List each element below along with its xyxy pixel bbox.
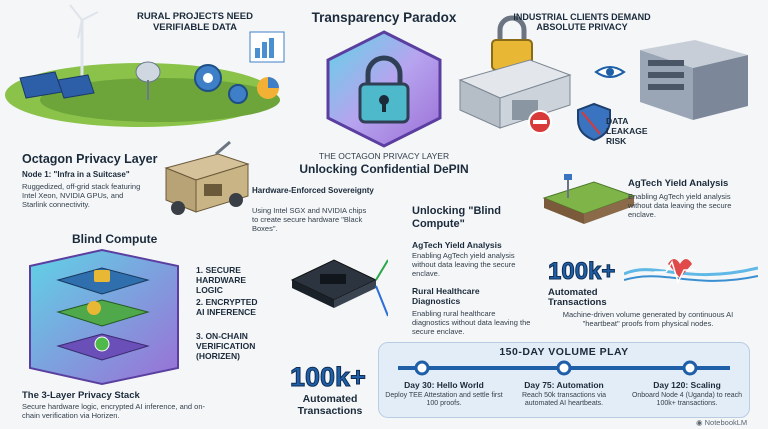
step-2-text: Reach 50k transactions via automated AI … [521,392,607,408]
pie-chart-icon [257,77,279,99]
hexagon-lock-illustration [326,30,442,148]
heart-icon [668,259,692,278]
layer-chain [56,333,150,361]
no-entry-icon [528,110,552,134]
tx-bottom-number: 100k+ [290,362,367,393]
key-icon [87,301,101,315]
tx-right-label: Automated Transactions [548,287,607,309]
center-headline: Unlocking Confidential DePIN [299,162,469,176]
rugged-node-illustration [164,140,250,215]
agtech-field-illustration [542,174,636,224]
data-leakage-label: DATA LEAKAGE RISK [606,116,648,146]
stack-item-1: 1. SECURE HARDWARE LOGIC [196,265,247,295]
blind-compute-title: Blind Compute [72,232,158,246]
rural-projects-label: RURAL PROJECTS NEED VERIFIABLE DATA [137,11,253,33]
stack-title: The 3-Layer Privacy Stack [22,390,140,401]
volume-play-title: 150-DAY VOLUME PLAY [499,346,629,358]
unlock-agtech-title: AgTech Yield Analysis [412,240,502,250]
step-1-title: Day 30: Hello World [404,380,484,390]
node-description: Ruggedized, off-grid stack featuring Int… [22,182,141,209]
page-title: Transparency Paradox [311,10,457,25]
padlock-icon [358,55,410,124]
center-kicker: THE OCTAGON PRIVACY LAYER [318,151,450,161]
layer-hardware [56,267,150,295]
hardware-title: Hardware-Enforced Sovereignty [252,186,374,195]
broken-shield-icon [577,102,611,142]
data-center-icon [640,40,748,120]
octagon-title: Octagon Privacy Layer [22,152,158,166]
watermark: ◉ NotebookLM [696,418,748,427]
unlock-health-title: Rural Healthcare Diagnostics [412,286,480,306]
factory-building-icon [458,59,572,129]
chip-illustration [290,259,388,317]
antenna-icon [215,140,231,156]
step-1-text: Deploy TEE Attestation and settle first … [385,392,503,408]
satellite-dish-icon [135,61,161,100]
stack-description: Secure hardware logic, encrypted AI infe… [22,402,206,420]
agtech-title: AgTech Yield Analysis [628,178,729,189]
step-3-text: Onboard Node 4 (Uganda) to reach 100k+ t… [631,392,743,408]
arrow-down-icon [375,285,388,317]
unlock-title: Unlocking "Blind Compute" [412,205,501,230]
tx-right-number: 100k+ [547,258,616,286]
industrial-illustration [458,15,748,142]
hardware-description: Using Intel SGX and NVIDIA chips to crea… [252,206,367,233]
rural-landscape-illustration [5,4,285,127]
chart-icon [249,31,285,63]
timeline [398,360,730,376]
notebooklm-icon: ◉ [696,418,705,427]
arrow-up-icon [375,259,388,281]
timeline-node-2 [556,360,572,376]
check-icon [94,336,110,352]
node-title: Node 1: "Infra in a Suitcase" [22,170,130,179]
step-2-title: Day 75: Automation [524,380,604,390]
gears-icon [194,64,248,104]
timeline-node-1 [414,360,430,376]
privacy-stack-illustration [29,248,179,386]
unlock-health-text: Enabling rural healthcare diagnostics wi… [412,309,531,336]
layer-ai [56,299,150,327]
volume-play-panel [378,342,750,418]
heartbeat-illustration [624,259,758,285]
eye-shield-icon [594,66,626,78]
industrial-clients-label: INDUSTRIAL CLIENTS DEMAND ABSOLUTE PRIVA… [513,12,651,33]
lock-icon [94,270,110,282]
unlock-agtech-text: Enabling AgTech yield analysis without d… [412,251,516,278]
stack-item-2: 2. ENCRYPTED AI INFERENCE [196,297,258,317]
step-3-title: Day 120: Scaling [653,380,721,390]
solar-panel-icon [19,71,95,99]
tx-bottom-label: Automated Transactions [297,393,363,417]
tx-right-text: Machine-driven volume generated by conti… [562,310,734,328]
agtech-text: Enabling AgTech yield analysis without d… [628,192,732,219]
stack-item-3: 3. ON-CHAIN VERIFICATION (HORIZEN) [196,331,256,361]
timeline-node-3 [682,360,698,376]
